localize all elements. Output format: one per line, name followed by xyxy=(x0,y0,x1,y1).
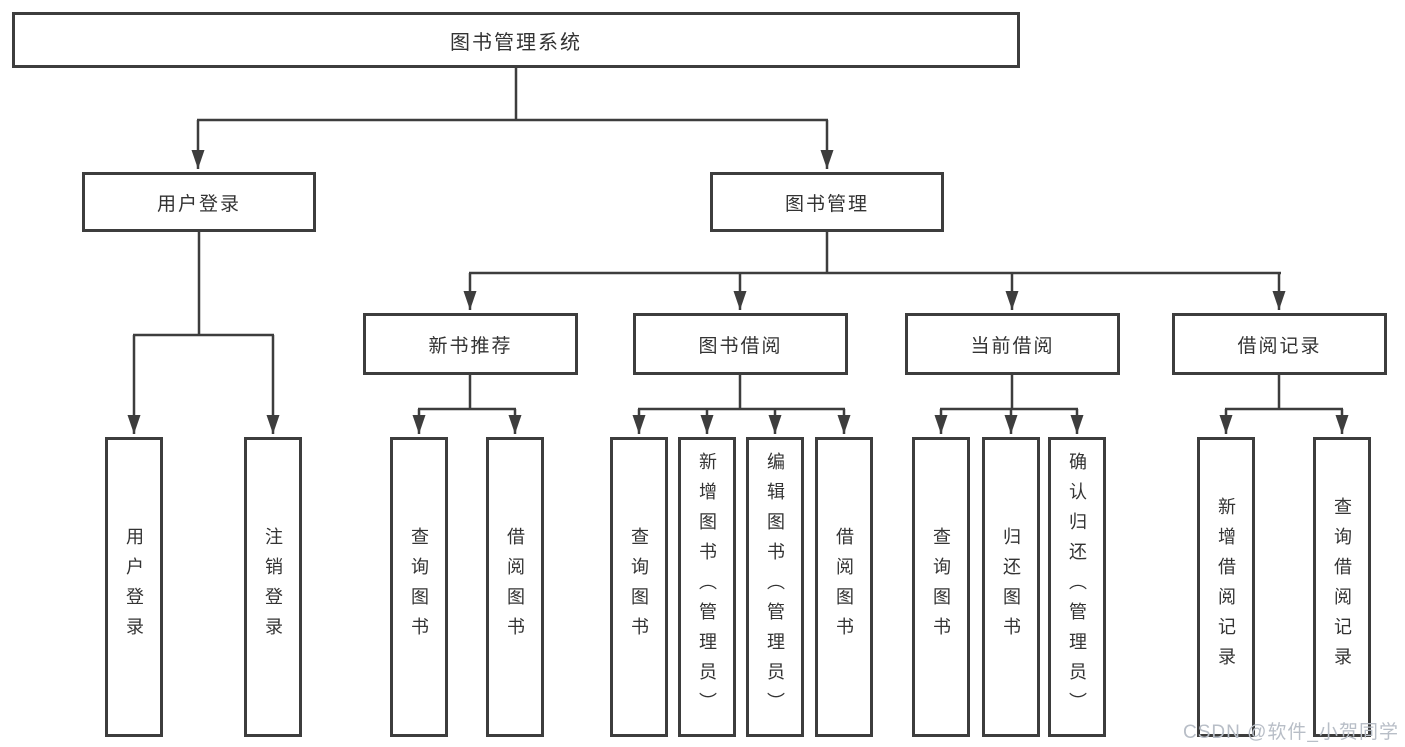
csdn-watermark: CSDN @软件_小贺同学 xyxy=(1183,722,1399,743)
node-leaf-cb-return-books: 归还图书 xyxy=(982,437,1040,737)
node-leaf-rec-borrow-books: 借阅图书 xyxy=(486,437,544,737)
node-leaf-br-add-record: 新增借阅记录 xyxy=(1197,437,1255,737)
node-new-book-recommendation: 新书推荐 xyxy=(363,313,578,375)
node-current-borrowing: 当前借阅 xyxy=(905,313,1120,375)
node-book-borrowing: 图书借阅 xyxy=(633,313,848,375)
node-user-login: 用户登录 xyxy=(82,172,316,232)
node-leaf-cb-confirm-return-admin: 确认归还（管理员） xyxy=(1048,437,1106,737)
node-leaf-user-login: 用户登录 xyxy=(105,437,163,737)
node-leaf-rec-query-books: 查询图书 xyxy=(390,437,448,737)
node-leaf-logout: 注销登录 xyxy=(244,437,302,737)
node-leaf-cb-query-books: 查询图书 xyxy=(912,437,970,737)
node-leaf-bb-add-books-admin: 新增图书（管理员） xyxy=(678,437,736,737)
node-leaf-bb-edit-books-admin: 编辑图书（管理员） xyxy=(746,437,804,737)
node-leaf-br-query-record: 查询借阅记录 xyxy=(1313,437,1371,737)
node-book-management: 图书管理 xyxy=(710,172,944,232)
node-leaf-bb-borrow-books: 借阅图书 xyxy=(815,437,873,737)
node-leaf-bb-query-books: 查询图书 xyxy=(610,437,668,737)
node-borrowing-records: 借阅记录 xyxy=(1172,313,1387,375)
node-root-library-system: 图书管理系统 xyxy=(12,12,1020,68)
